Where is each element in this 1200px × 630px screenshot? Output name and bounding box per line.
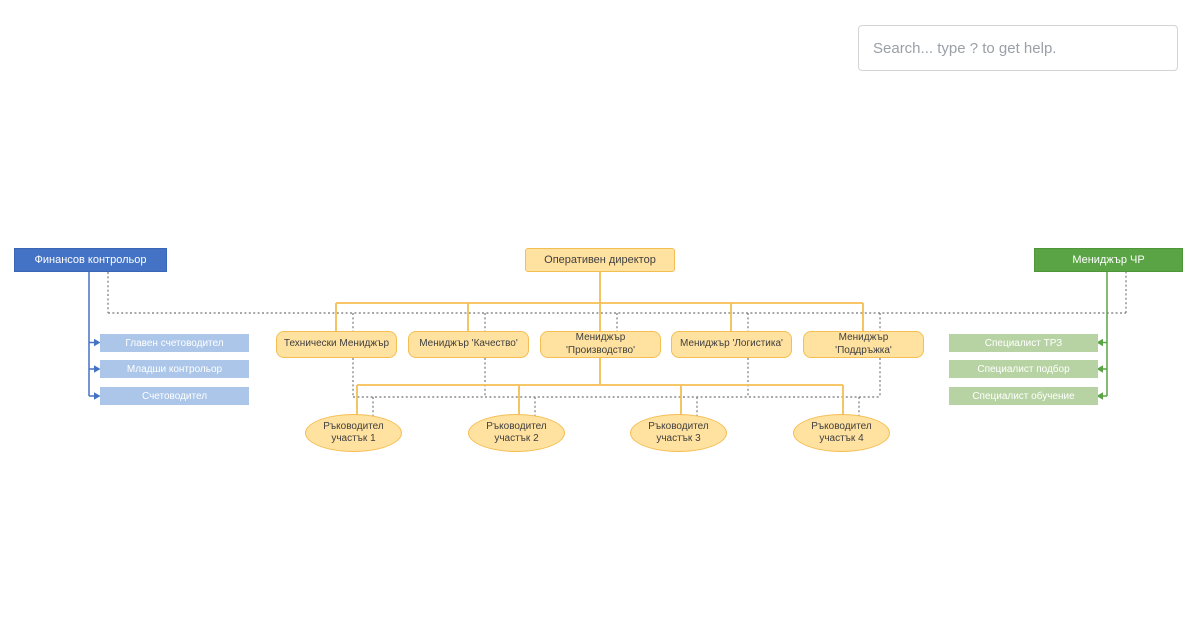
node-production-manager[interactable]: Мениджър 'Производство' (540, 331, 661, 358)
node-junior-controller[interactable]: Младши контрольор (100, 360, 249, 378)
node-payroll-specialist[interactable]: Специалист ТРЗ (949, 334, 1098, 352)
node-label: Счетоводител (141, 390, 208, 402)
node-hr-manager[interactable]: Мениджър ЧР (1034, 248, 1183, 272)
node-accountant[interactable]: Счетоводител (100, 387, 249, 405)
node-chief-accountant[interactable]: Главен счетоводител (100, 334, 249, 352)
search-input[interactable] (858, 25, 1178, 71)
node-label: Главен счетоводител (125, 337, 224, 349)
node-logistics-manager[interactable]: Мениджър 'Логистика' (671, 331, 792, 358)
node-label: Мениджър 'Качество' (419, 338, 518, 350)
node-label: Мениджър 'Поддръжка' (835, 332, 892, 356)
node-label: Мениджър 'Производство' (565, 332, 636, 356)
node-training-specialist[interactable]: Специалист обучение (949, 387, 1098, 405)
node-label: Специалист обучение (972, 390, 1075, 402)
node-financial-controller[interactable]: Финансов контрольор (14, 248, 167, 272)
node-label: Специалист ТРЗ (984, 337, 1063, 349)
node-quality-manager[interactable]: Мениджър 'Качество' (408, 331, 529, 358)
finance-connectors (88, 272, 94, 397)
node-label: Младши контрольор (126, 363, 223, 375)
node-technical-manager[interactable]: Технически Мениджър (276, 331, 397, 358)
node-unit-head-3[interactable]: Ръководител участък 3 (630, 414, 727, 452)
node-label: Ръководител участък 2 (486, 420, 547, 444)
node-label: Оперативен директор (544, 254, 656, 266)
finance-arrow-icons (94, 338, 101, 400)
node-unit-head-4[interactable]: Ръководител участък 4 (793, 414, 890, 452)
operations-connectors (335, 272, 864, 422)
node-label: Специалист подбор (977, 363, 1070, 375)
node-label: Мениджър ЧР (1072, 254, 1145, 266)
node-label: Ръководител участък 1 (323, 420, 384, 444)
node-label: Ръководител участък 4 (811, 420, 872, 444)
hr-connectors (1103, 272, 1108, 397)
hr-arrow-icons (1096, 338, 1103, 400)
node-maintenance-manager[interactable]: Мениджър 'Поддръжка' (803, 331, 924, 358)
node-label: Технически Мениджър (283, 338, 390, 350)
node-label: Ръководител участък 3 (648, 420, 709, 444)
node-unit-head-2[interactable]: Ръководител участък 2 (468, 414, 565, 452)
node-label: Финансов контрольор (34, 254, 147, 266)
node-operations-director[interactable]: Оперативен директор (525, 248, 675, 272)
node-unit-head-1[interactable]: Ръководител участък 1 (305, 414, 402, 452)
node-label: Мениджър 'Логистика' (680, 338, 783, 350)
node-recruitment-specialist[interactable]: Специалист подбор (949, 360, 1098, 378)
